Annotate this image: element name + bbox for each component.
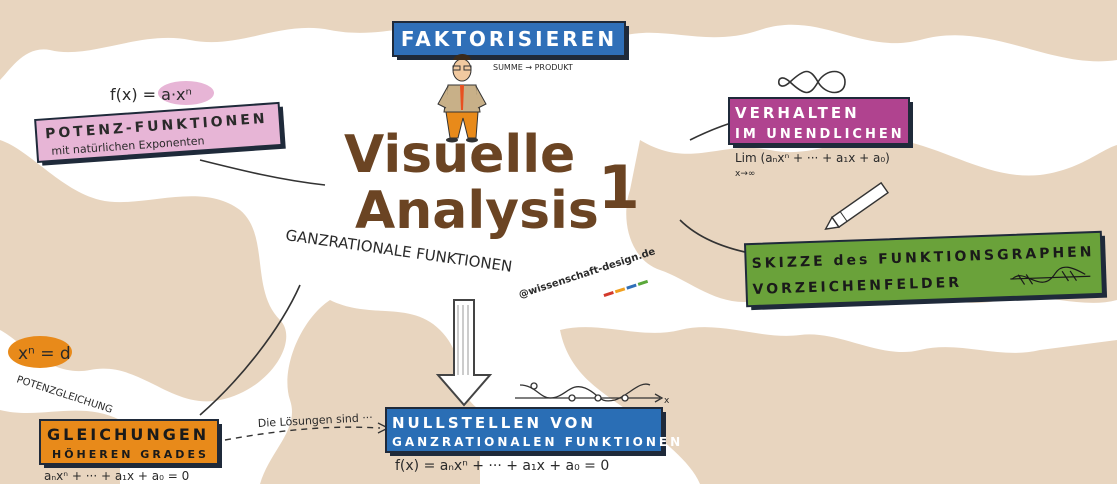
title-line2: Analysis [355,181,599,241]
nullstellen-node[interactable]: x NULLSTELLEN VON GANZRATIONALEN FUNKTIO… [385,382,683,474]
nullstellen-formula: f(x) = aₙxⁿ + ··· + a₁x + a₀ = 0 [395,458,609,474]
potenz-formula: f(x) = a·xⁿ [110,85,192,104]
faktorisieren-node[interactable]: FAKTORISIEREN SUMME → PRODUKT [392,21,629,72]
gleichungen-title-line2: HÖHEREN GRADES [52,447,209,461]
credit-text: @wissenschaft-design.de [518,246,657,301]
potenzgleichung-bubble: xⁿ = d [18,344,71,364]
credit-color-bars [603,279,649,297]
verhalten-node[interactable]: VERHALTEN IM UNENDLICHEN Lim (aₙxⁿ + ···… [728,70,913,180]
big-down-arrow [435,299,493,407]
x-axis-label: x [664,396,670,406]
verhalten-title-line2: IM UNENDLICHEN [735,127,905,142]
skizze-node[interactable]: SKIZZE des FUNKTIONSGRAPHEN VORZEICHENFE… [743,230,1108,311]
nullstellen-title-line2: GANZRATIONALEN FUNKTIONEN [392,435,683,449]
gleichungen-formula: aₙxⁿ + ··· + a₁x + a₀ = 0 [44,469,189,483]
verhalten-title-line1: VERHALTEN [735,104,860,122]
faktorisieren-title: FAKTORISIEREN [401,27,617,51]
faktorisieren-note: SUMME → PRODUKT [493,63,573,72]
roots-graph-icon [515,382,664,403]
center-title-group: Visuelle Analysis 1 GANZRATIONALE FUNKTI… [284,125,657,301]
verhalten-limit-formula: Lim (aₙxⁿ + ··· + a₁x + a₀) [735,151,890,165]
title-line1: Visuelle [344,125,575,185]
nullstellen-title-line1: NULLSTELLEN VON [392,414,596,432]
sign-field-sketch-icon [1010,266,1091,285]
gleichungen-title-line1: GLEICHUNGEN [47,425,209,444]
title-number: 1 [598,153,640,223]
professor-figure [437,54,487,143]
skizze-title-line2: VORZEICHENFELDER [752,275,962,298]
potenzfunktionen-node[interactable]: f(x) = a·xⁿ POTENZ-FUNKTIONEN mit natürl… [34,81,286,166]
pencil-icon [824,181,889,230]
infinity-icon [778,70,846,94]
verhalten-limit-sub: x→∞ [735,169,755,179]
dashed-arrow-note: Die Lösungen sind ··· [257,411,373,430]
potenzgleichung-label: POTENZGLEICHUNG [15,374,114,415]
